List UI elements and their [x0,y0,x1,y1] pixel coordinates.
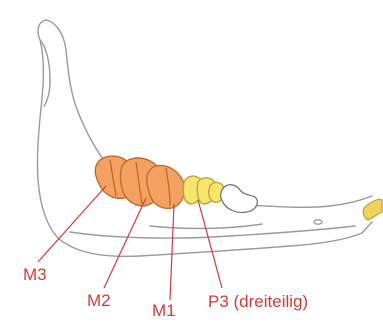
premolar-p3 [183,176,224,204]
mandible-outline [37,20,372,256]
label-m1: M1 [152,302,176,319]
pointer-line-m2 [104,198,146,288]
alveolar-ridge [246,196,372,207]
pointer-line-p3 [198,200,222,288]
pointer-line-m1 [170,204,174,300]
incisor [363,199,382,220]
coronoid-process [46,20,104,160]
label-m3: M3 [23,266,47,283]
premolar-p4-crown [221,185,258,213]
molars [95,156,184,208]
incisor-crown [363,199,382,220]
premolar-p4 [221,185,258,213]
label-p3: P3 (dreiteilig) [208,293,308,310]
label-m2: M2 [87,292,111,309]
mental-foramen [314,220,322,224]
